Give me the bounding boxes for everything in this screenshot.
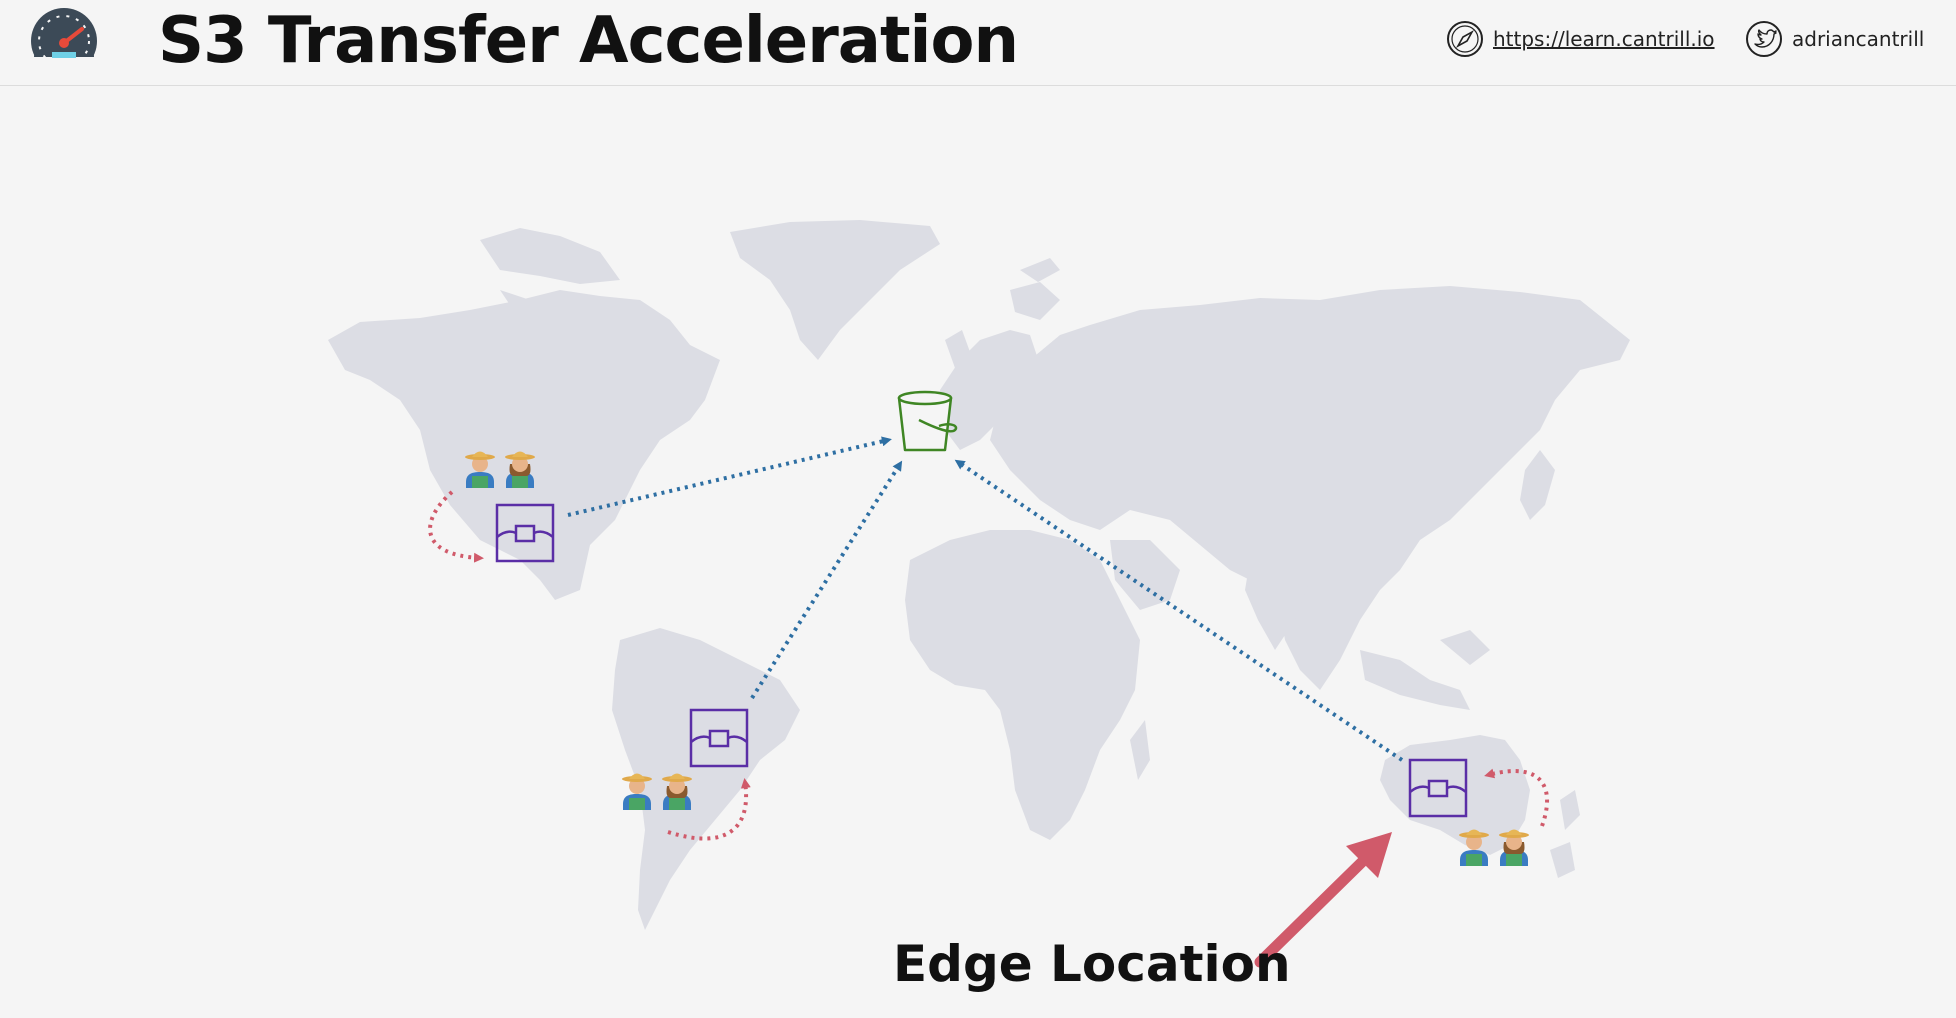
edge-location-label: Edge Location (893, 935, 1291, 993)
twitter-bird-icon (1746, 21, 1782, 57)
world-map (328, 220, 1630, 930)
s3-bucket-icon (897, 390, 958, 452)
compass-icon (1447, 21, 1483, 57)
transfer-arrows (567, 436, 1404, 762)
world-map-diagram (328, 220, 1630, 968)
course-url[interactable]: https://learn.cantrill.io (1493, 27, 1715, 51)
course-link[interactable]: https://learn.cantrill.io (1446, 19, 1715, 59)
page-title: S3 Transfer Acceleration (158, 4, 1019, 78)
header-bar: S3 Transfer Acceleration https://learn.c… (0, 0, 1956, 86)
upload-arrows (428, 490, 1550, 841)
twitter-link[interactable]: adriancantrill (1745, 19, 1924, 59)
edge-location-pointer-arrow (1254, 832, 1392, 968)
twitter-handle[interactable]: adriancantrill (1792, 27, 1925, 51)
speedometer-icon (28, 8, 100, 69)
